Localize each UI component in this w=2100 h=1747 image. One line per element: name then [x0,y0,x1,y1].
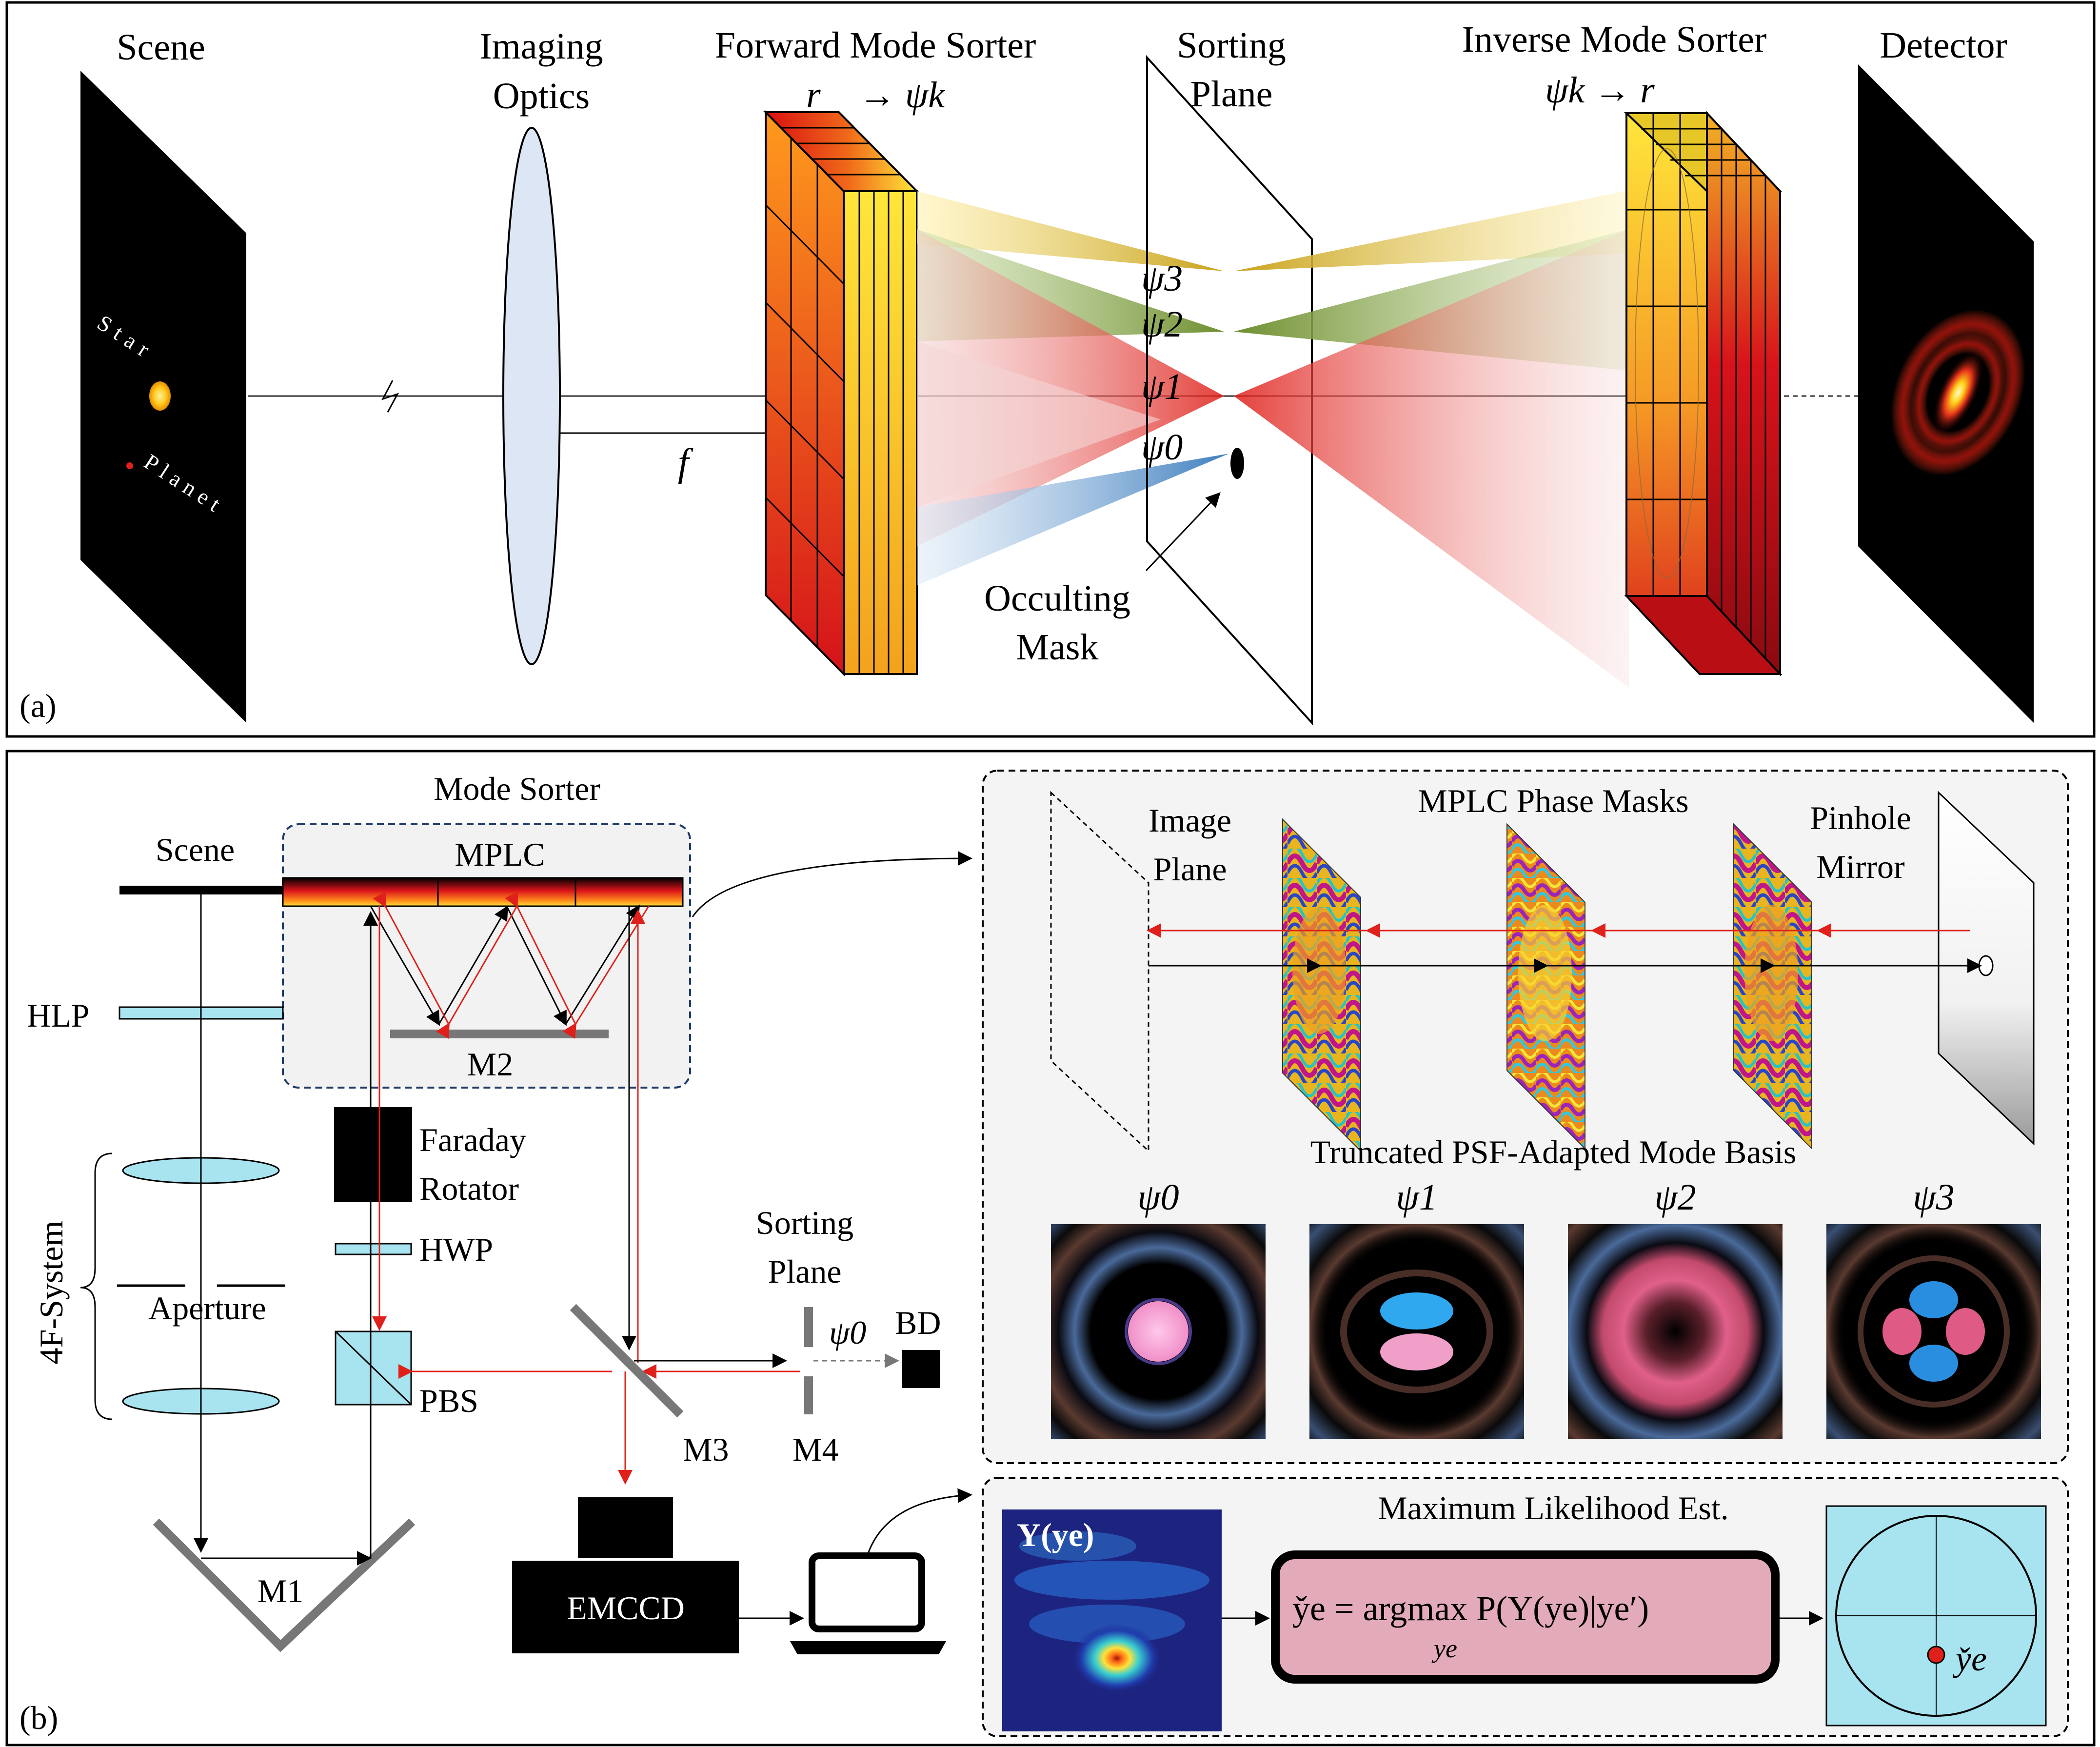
forward-sorter-map: r⃗ → ψk [806,75,945,116]
panel-b-frame [5,750,2096,1747]
mirror-m3 [570,1304,684,1418]
basis-label-2: ψ2 [1654,1177,1696,1218]
forward-mode-sorter [763,110,919,676]
estimate-label: y̌e [1952,1639,1987,1678]
image-plane-label-1: Image [1149,802,1231,839]
mode-image-psi1 [1309,1224,1524,1439]
aperture-label: Aperture [148,1290,266,1327]
mode-image-psi3 [1826,1224,2041,1439]
pinhole-icon [1978,955,1994,976]
inverse-beams [1234,190,1629,688]
mle-title: Maximum Likelihood Est. [1378,1489,1729,1527]
inverse-sorter-title: Inverse Mode Sorter [1462,19,1767,60]
bd-label: BD [895,1304,941,1341]
m2-label: M2 [467,1046,513,1083]
scene-b-bar [119,886,283,894]
sorting-plane-b-1: Sorting [756,1204,853,1241]
mplc-masks-title: MPLC Phase Masks [1418,782,1688,819]
mle-equation-box [1271,1550,1780,1684]
sorting-plane-title-2: Plane [1190,74,1273,115]
pbs-cube [335,1330,412,1406]
hwp-label: HWP [419,1231,493,1268]
mplc-to-masks-arrow [692,851,972,917]
image-plane-label-2: Plane [1153,851,1227,888]
occulting-arrow [1145,492,1221,572]
beam-psi1-inverse [1234,229,1629,688]
beam-path-center [363,906,899,1485]
four-f-label: 4F-System [33,1221,70,1365]
panel-a-frame [5,1,2096,738]
psi0-b-label: ψ0 [829,1314,866,1351]
panel-a-label: (a) [20,687,56,724]
mplc-title: MPLC [455,836,545,873]
scene-b-title: Scene [156,831,235,868]
basis-label-1: ψ1 [1396,1177,1437,1218]
pinhole-mirror-label-2: Mirror [1816,848,1905,885]
four-f-brace [80,1152,113,1420]
inverse-sorter-map: ψk → r⃗ [1545,70,1684,111]
basis-label-3: ψ3 [1913,1177,1954,1218]
star-dot [149,381,171,411]
hlp-label: HLP [27,997,89,1034]
panel-b-label: (b) [20,1699,58,1736]
faraday-rotator [334,1107,412,1202]
beam-dump-icon [902,1350,940,1388]
occulting-mask-label-1: Occulting [984,578,1130,619]
mode-label-psi0: ψ0 [1141,427,1183,468]
camera-icon [512,1497,739,1653]
forward-sorter-title: Forward Mode Sorter [715,25,1036,66]
estimate-point [1927,1646,1945,1664]
m3-label: M3 [683,1431,729,1468]
occulting-mask-label-2: Mask [1016,627,1099,668]
sorting-plane [1146,55,1313,726]
m1-label: M1 [258,1572,303,1609]
mplc-bar [282,877,684,907]
basis-label-0: ψ0 [1137,1177,1179,1218]
panel-a: (a) Scene Star Planet Imaging Optics f F… [5,1,2096,738]
laptop-to-mle-arrow [867,1488,972,1554]
mplc-beam-paths [370,891,650,1039]
planet-dot [126,462,133,469]
mode-label-psi3: ψ3 [1141,258,1183,299]
inverse-mode-sorter [1624,110,1783,677]
occulting-mask-icon [1230,448,1244,479]
imaging-optics-title-1: Imaging [479,26,603,67]
faraday-label-1: Faraday [419,1121,526,1158]
hwp-plate [335,1243,412,1255]
mode-image-psi0 [1051,1224,1266,1439]
scene-title: Scene [117,27,205,68]
focal-label: f [678,441,693,484]
lens-icon [502,127,561,665]
pinhole-mirror-label-1: Pinhole [1810,799,1911,836]
camera-frame-label: Y(ye) [1017,1516,1094,1553]
sorting-plane-b-2: Plane [768,1253,841,1290]
basis-title: Truncated PSF-Adapted Mode Basis [1310,1133,1797,1171]
mode-sorter-title: Mode Sorter [434,770,600,807]
laptop-icon [790,1552,946,1654]
beam-path-left [194,894,372,1566]
beam-psi3-inverse [1234,190,1629,271]
mode-label-psi1: ψ1 [1141,366,1183,407]
image-plane [1050,791,1149,1153]
mode-label-psi2: ψ2 [1141,304,1183,345]
m4-label: M4 [792,1431,838,1468]
mle-equation: y̌e = argmax P(Y(ye)|ye′) [1292,1589,1649,1628]
detector-title: Detector [1880,25,2007,66]
sorting-plane-title-1: Sorting [1177,25,1286,66]
beam-psi0-forward [917,454,1229,585]
emccd-label: EMCCD [567,1589,685,1627]
camera-frame-image [1002,1509,1222,1731]
mle-equation-sub: ye [1431,1634,1457,1663]
axis-break-icon [381,380,399,413]
panel-b: (b) Mode Sorter MPLC M2 Scene HLP 4F-Sys… [5,750,2096,1747]
estimate-plot [1825,1505,2047,1727]
detector-psf [1879,295,2038,491]
pbs-label: PBS [419,1382,478,1419]
imaging-optics-title-2: Optics [493,76,590,117]
mode-image-psi2 [1568,1224,1783,1439]
faraday-label-2: Rotator [419,1170,519,1207]
